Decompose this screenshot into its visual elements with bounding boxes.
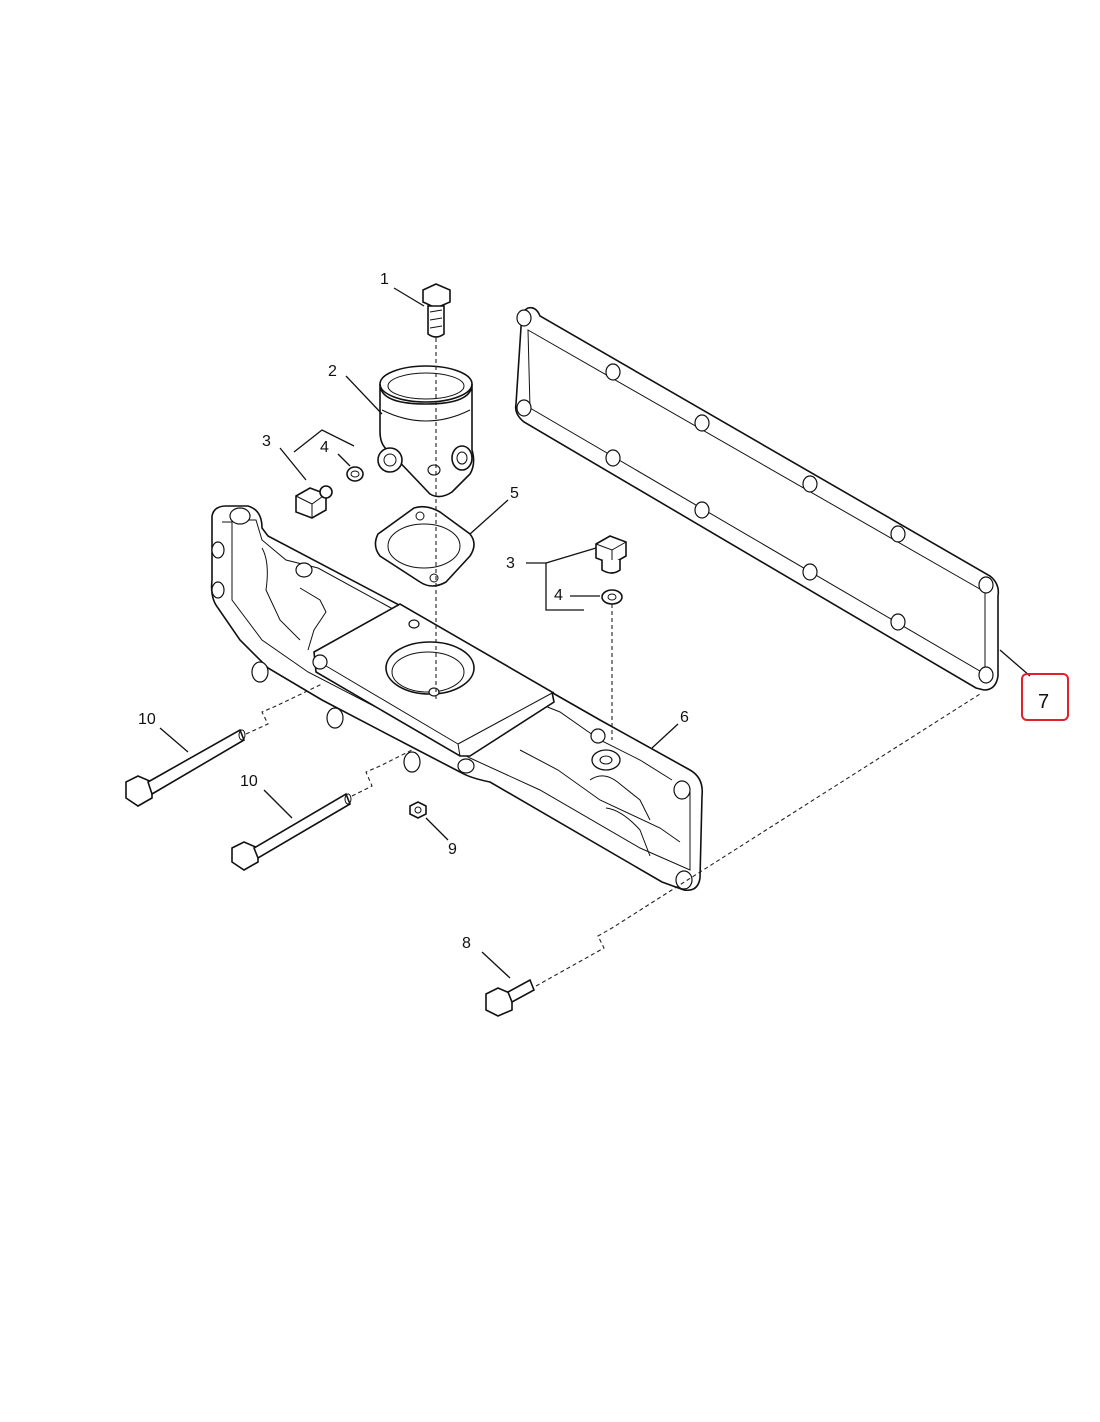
flange-gasket-part-5[interactable] <box>374 505 475 587</box>
plug-part-3-right[interactable] <box>595 535 627 574</box>
callout-9: 9 <box>448 841 457 858</box>
callout-3-right: 3 <box>506 555 515 572</box>
bolt-part-8[interactable] <box>485 978 536 1017</box>
leader-lines <box>159 287 1031 979</box>
bolt-part-10-upper[interactable] <box>125 728 246 807</box>
callout-7: 7 <box>1038 691 1049 713</box>
callout-3-left: 3 <box>262 433 271 450</box>
callout-5: 5 <box>510 485 519 502</box>
callout-labels: 1 2 3 4 5 3 4 6 8 9 10 10 <box>138 271 689 952</box>
callout-6: 6 <box>680 709 689 726</box>
housing-part-2[interactable] <box>377 365 475 498</box>
callout-10-lower: 10 <box>240 773 258 790</box>
callout-8: 8 <box>462 935 471 952</box>
callout-4-right: 4 <box>554 587 563 604</box>
assembly-lines <box>245 338 981 987</box>
callout-7-highlight[interactable]: 7 <box>1021 673 1069 721</box>
callout-10-upper: 10 <box>138 711 156 728</box>
callout-1: 1 <box>380 271 389 288</box>
callout-2: 2 <box>328 363 337 380</box>
o-ring-part-4-right[interactable] <box>601 589 623 605</box>
plug-part-3-left[interactable] <box>295 485 333 519</box>
bolt-part-10-lower[interactable] <box>231 792 352 871</box>
manifold-part-6[interactable] <box>210 505 704 892</box>
callout-4-left: 4 <box>320 439 329 456</box>
o-ring-part-4-left[interactable] <box>346 466 364 482</box>
gasket-part-7[interactable] <box>514 306 1000 691</box>
nut-part-9[interactable] <box>409 801 427 819</box>
bolt-part-1[interactable] <box>422 283 451 338</box>
